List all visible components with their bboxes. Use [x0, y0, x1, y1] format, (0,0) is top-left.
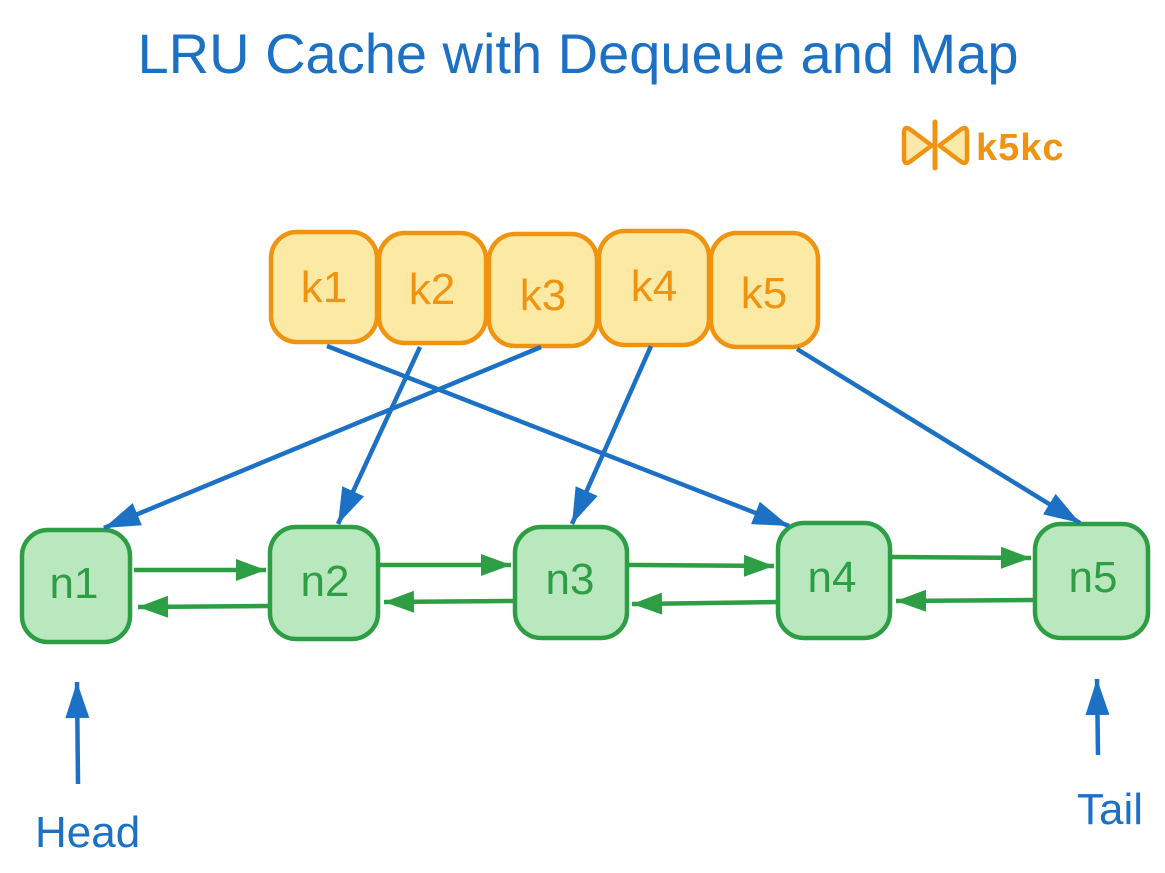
node-label-n5: n5 [1069, 553, 1118, 602]
deque-node-n2: n2 [267, 524, 381, 642]
map-edge-k1-n4 [326, 343, 790, 529]
map-key-k1: k1 [268, 229, 380, 345]
map-edges [103, 343, 1082, 531]
next-link-n4-n5 [891, 546, 1032, 569]
watermark-logo: k5kc [901, 119, 1065, 171]
key-label-k4: k4 [631, 262, 677, 311]
node-box-n2 [267, 524, 381, 642]
node-label-n1: n1 [50, 559, 99, 608]
head-pointer: Head [35, 681, 140, 857]
key-label-k5: k5 [741, 269, 787, 318]
deque-next-links [134, 546, 1032, 581]
diagram-title: LRU Cache with Dequeue and Map [138, 22, 1019, 85]
deque-node-n5: n5 [1032, 521, 1151, 641]
prev-link-n5-n4 [895, 589, 1036, 612]
map-key-k5: k5 [708, 230, 821, 350]
prev-link-n3-n2 [383, 590, 516, 613]
node-box-n1 [19, 527, 133, 645]
key-box-k5 [708, 230, 821, 350]
node-box-n5 [1032, 521, 1151, 641]
key-box-k2 [376, 230, 489, 346]
deque-node-n1: n1 [19, 527, 133, 645]
map-edge-k3-n1 [103, 344, 542, 531]
tail-label: Tail [1077, 785, 1143, 834]
next-link-n3-n4 [628, 554, 775, 577]
butterfly-left-wing [901, 125, 934, 166]
deque-node-n3: n3 [512, 524, 630, 641]
butterfly-icon [901, 119, 970, 171]
butterfly-right-wing [937, 125, 970, 166]
watermark-text: k5kc [976, 127, 1065, 169]
prev-link-n2-n1 [137, 595, 269, 618]
map-edge-k5-n5 [795, 347, 1082, 525]
map-key-k2: k2 [376, 230, 489, 346]
head-arrow [65, 681, 90, 785]
key-label-k3: k3 [520, 271, 566, 320]
deque-prev-links [137, 589, 1036, 618]
key-label-k2: k2 [409, 265, 455, 314]
map-key-k4: k4 [596, 228, 712, 348]
node-box-n4 [775, 520, 893, 641]
head-label: Head [35, 808, 140, 857]
node-label-n4: n4 [808, 553, 857, 602]
node-label-n3: n3 [546, 555, 595, 604]
key-label-k1: k1 [301, 263, 347, 312]
tail-pointer: Tail [1077, 678, 1143, 834]
node-box-n3 [512, 524, 630, 641]
map-keys-row: k1 k2 k3 k4 k5 [268, 228, 821, 350]
map-edge-k2-n2 [335, 346, 423, 525]
prev-link-n4-n3 [631, 592, 779, 615]
map-key-k3: k3 [486, 231, 600, 349]
deque-node-n4: n4 [775, 520, 893, 641]
node-label-n2: n2 [301, 557, 350, 606]
tail-arrow [1085, 678, 1110, 756]
deque-nodes-row: n1 n2 n3 n4 n5 [19, 520, 1151, 645]
map-edge-k4-n3 [569, 345, 654, 525]
